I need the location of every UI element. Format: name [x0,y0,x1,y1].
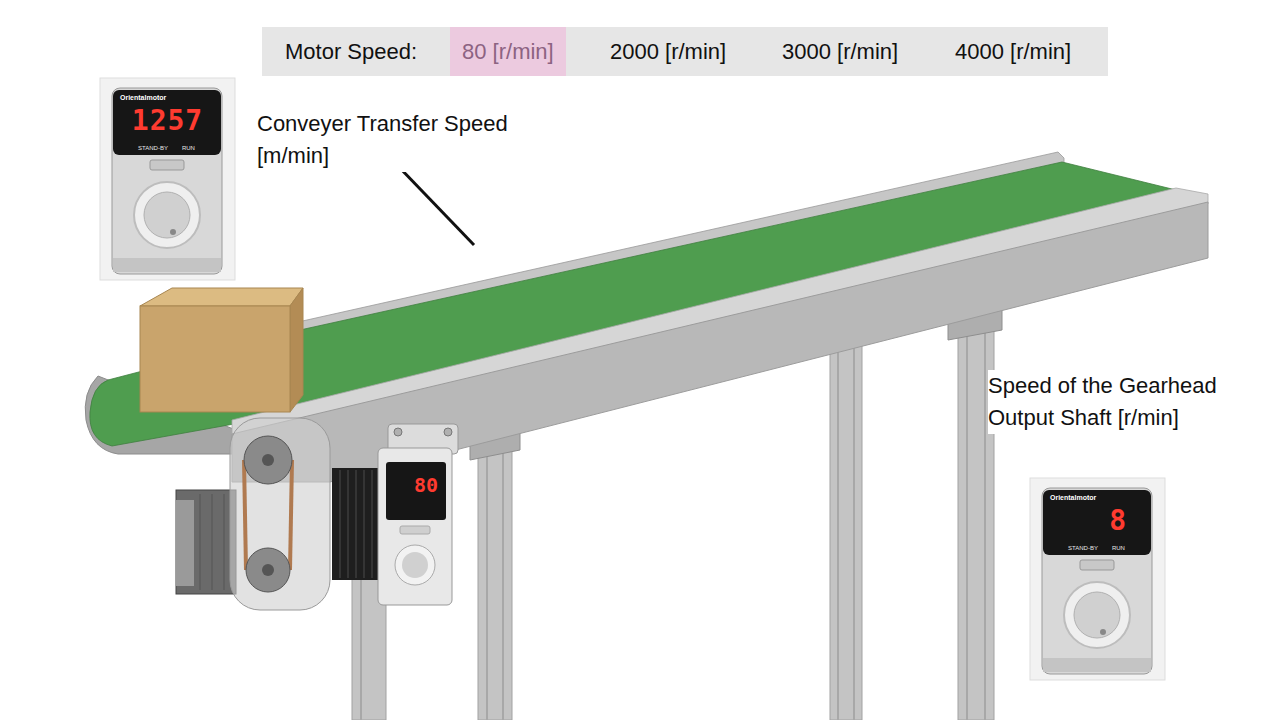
leg-groove [984,320,986,720]
controller-text: 80 [378,474,452,496]
pulley-hub [262,454,274,466]
switch [150,160,184,170]
caption-label: Speed of the Gearhead Output Shaft [r/mi… [988,370,1250,434]
controller-text: RUN [1112,544,1125,552]
switch [1080,560,1114,570]
controller-body [1042,488,1152,674]
leg-groove [486,440,488,720]
card-ground [1030,478,1165,680]
speed-knob-center [1074,592,1120,638]
speed-knob [134,182,200,248]
controller-card [100,78,235,280]
caption-label: Conveyer Transfer Speed [m/min] [257,108,557,172]
controller-card [1030,478,1165,680]
leader-line [398,166,474,245]
name-plate [1043,658,1151,672]
drive-belt [244,460,246,570]
speed-knob-center [402,552,428,578]
leg [478,436,512,720]
pulley [246,548,290,592]
speed-option: 2000 [r/min] [598,27,738,76]
pulley [244,436,292,484]
motor-controller: 80 [378,448,452,605]
speed-knob [1064,582,1130,648]
switch [400,526,430,534]
card-ground [100,78,235,280]
pulley-hub [262,564,274,576]
controller-text: STAND-BY [1068,544,1098,552]
motor-controller: Orientalmotor 8STAND-BY RUN [1030,478,1163,680]
motor-controller: Orientalmotor 1257STAND-BY RUN [100,78,235,280]
heat-sink-fin [356,470,357,578]
speed-bar: Motor Speed: 80 [r/min] 2000 [r/min] 3000 [… [262,27,1108,76]
speed-knob [395,545,435,585]
speed-value: 3000 [r/min] [782,27,898,76]
knob-dot [170,229,176,235]
front-rail [232,202,1208,482]
speed-option: 3000 [r/min] [770,27,910,76]
leg-groove [966,320,968,720]
controller-text: 8 [1030,506,1163,536]
box-front [140,306,290,412]
motor-fin [200,494,201,590]
heat-sink-fin [372,470,373,578]
controller-text: STAND-BY [138,144,168,152]
heat-sink-fin [340,470,341,578]
motor-fin [212,494,213,590]
motor-face [176,500,194,586]
controller-text: Orientalmotor [1050,493,1163,502]
belt-cover [230,418,330,610]
leg-groove [502,440,504,720]
controller-text: 1257 [100,106,235,136]
controller-body [378,448,452,605]
speed-value: 2000 [r/min] [610,27,726,76]
cardboard-box [140,288,303,412]
motor-drive [176,418,380,610]
box-side [290,288,303,412]
speed-knob-center [144,192,190,238]
motor [176,490,236,594]
bar-title: Motor Speed: [285,27,417,76]
heat-sink-fin [348,470,349,578]
box-top [140,288,303,306]
heat-sink-fin [364,470,365,578]
leg-groove [837,346,839,720]
screw [444,428,452,436]
drive-belt [290,460,292,570]
speed-option: 4000 [r/min] [943,27,1083,76]
speed-option: 80 [r/min] [450,27,566,76]
leg [830,342,862,720]
screw [394,428,402,436]
heat-sink [332,468,380,580]
mounted-controller [378,424,458,605]
controller-text: RUN [182,144,195,152]
name-plate [113,258,221,272]
speed-value: 4000 [r/min] [955,27,1071,76]
knob-dot [1100,629,1106,635]
speed-value: 80 [r/min] [462,27,554,76]
controller-text: Orientalmotor [120,93,235,102]
motor-fin [224,494,225,590]
leg-groove [853,346,855,720]
